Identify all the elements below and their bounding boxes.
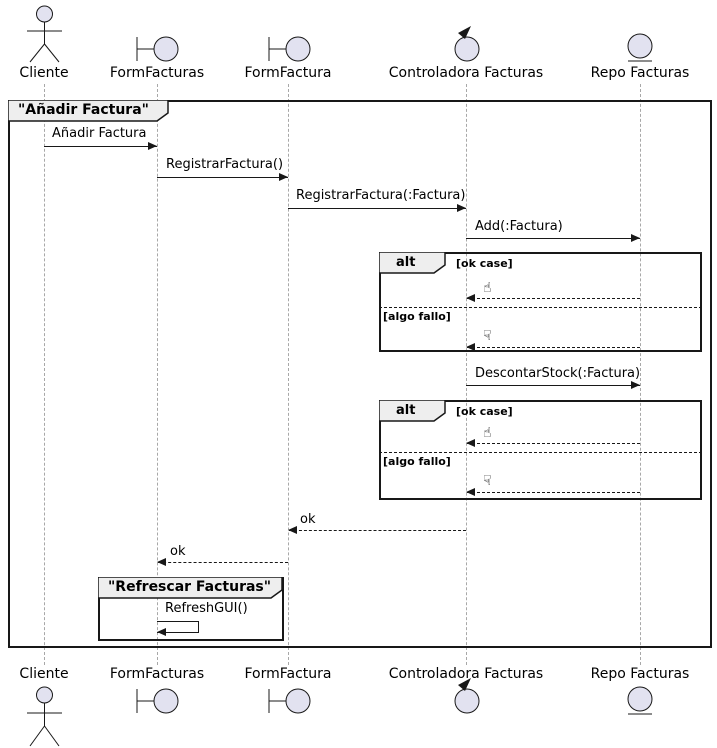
message-add-factura: Add(:Factura) [475,219,563,234]
lifeline-repo-facturas [640,84,641,665]
control-icon [454,678,480,714]
alt-frame-1-tab [379,252,446,274]
main-frame [8,100,712,648]
main-frame-tab [8,100,169,122]
arrowhead-icon [466,439,475,447]
message-registrar-factura-param: RegistrarFactura(:Factura) [296,188,466,203]
participant-label-formfacturas: FormFacturas [109,65,205,81]
return-line [158,562,288,563]
boundary-icon [268,688,311,714]
message-line [288,208,466,209]
message-ok-1: ok [300,512,316,527]
boundary-icon [268,36,311,62]
return-line [467,443,640,444]
message-line [466,385,640,386]
message-line [157,177,288,178]
participant-label-formfactura: FormFactura [244,65,332,81]
message-refresh-gui: RefreshGUI() [165,601,248,616]
alt-frame-2-divider [379,452,702,453]
alt-frame-1-guard-ok: [ok case] [456,257,513,270]
main-frame-title: "Añadir Factura" [18,102,149,118]
refresh-frame-title: "Refrescar Facturas" [108,579,272,595]
participant-label-repo: Repo Facturas [590,65,690,81]
control-icon [454,26,480,62]
arrowhead-icon [279,173,288,181]
alt-frame-1-guard-fail: [algo fallo] [383,310,451,323]
participant-label-formfactura-bottom: FormFactura [244,666,332,682]
return-line [467,492,640,493]
message-line [44,146,157,147]
arrowhead-icon [288,526,297,534]
lifeline-formfactura [288,84,289,665]
refresh-frame-tab [98,577,283,599]
participant-label-cliente-bottom: Cliente [19,666,69,682]
return-line [289,530,466,531]
arrowhead-icon [157,558,166,566]
alt-frame-2-guard-fail: [algo fallo] [383,455,451,468]
arrowhead-icon [466,294,475,302]
thumbs-down-icon: ☟ [483,328,492,344]
arrowhead-icon [631,381,640,389]
return-line [467,298,640,299]
thumbs-up-icon: ☝ [483,280,492,296]
arrowhead-icon [466,488,475,496]
participant-label-controladora: Controladora Facturas [388,65,544,81]
alt-frame-2-tab [379,400,446,422]
return-line [467,347,640,348]
entity-icon [627,33,653,62]
lifeline-formfacturas [157,84,158,665]
alt-frame-2-guard-ok: [ok case] [456,405,513,418]
message-descontar-stock: DescontarStock(:Factura) [475,366,641,381]
arrowhead-icon [466,343,475,351]
message-registrar-factura: RegistrarFactura() [166,157,284,172]
participant-label-controladora-bottom: Controladora Facturas [388,666,544,682]
arrowhead-icon [148,142,157,150]
alt-frame-1-divider [379,307,702,308]
message-line [466,238,640,239]
participant-label-formfacturas-bottom: FormFacturas [109,666,205,682]
alt-frame-1 [379,252,702,352]
alt-frame-2-keyword: alt [396,403,416,418]
alt-frame-1-keyword: alt [396,255,416,270]
boundary-icon [136,36,179,62]
actor-icon [27,5,62,63]
lifeline-controladora-facturas [466,84,467,665]
alt-frame-2 [379,400,702,500]
self-message-loop [157,621,199,633]
arrowhead-icon [631,234,640,242]
message-anadir-factura: Añadir Factura [52,126,147,141]
thumbs-down-icon: ☟ [483,473,492,489]
participant-label-cliente: Cliente [19,65,69,81]
arrowhead-icon [157,628,166,636]
participant-label-repo-bottom: Repo Facturas [590,666,690,682]
actor-icon [27,686,62,747]
entity-icon [627,686,653,715]
boundary-icon [136,688,179,714]
arrowhead-icon [457,204,466,212]
message-ok-2: ok [170,544,186,559]
thumbs-up-icon: ☝ [483,425,492,441]
lifeline-cliente [44,84,45,665]
